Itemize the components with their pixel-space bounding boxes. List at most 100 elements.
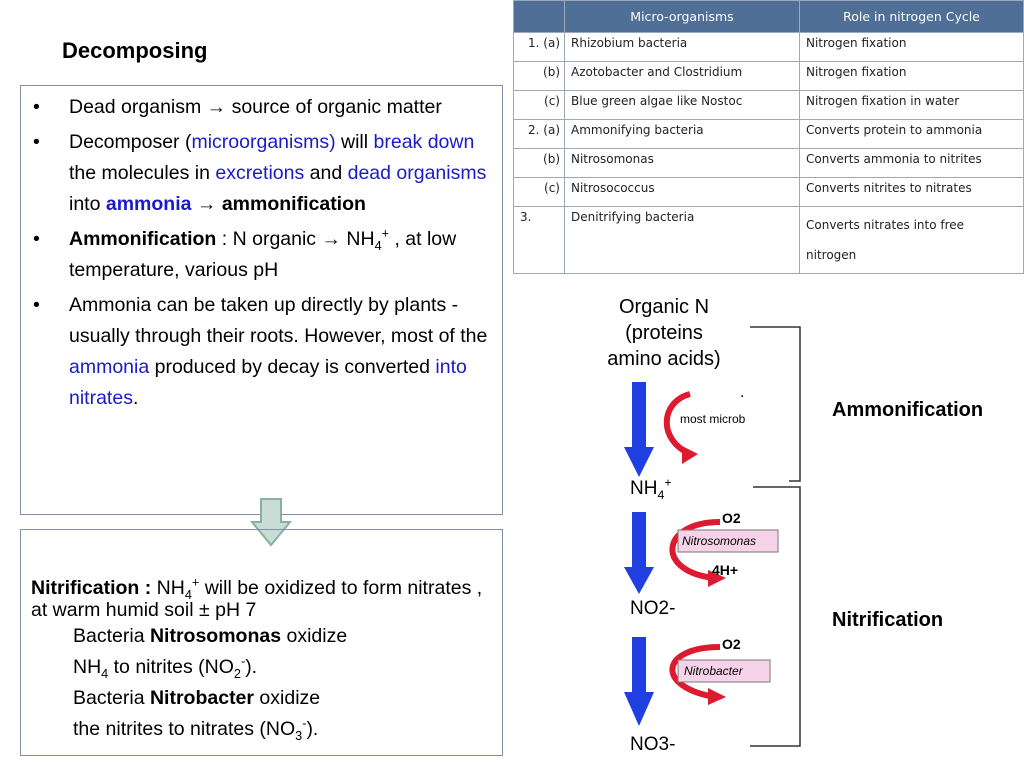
formula-sub: 4 <box>184 587 192 602</box>
organic-n-line: (proteins <box>625 322 703 344</box>
bullet-text: Dead organism <box>69 96 202 118</box>
o2-label: O2 <box>722 636 741 652</box>
table-cell-role: Converts nitrites to nitrates <box>799 177 1024 207</box>
nitrification-text: pH 7 <box>215 599 257 621</box>
bullet-text: the molecules in <box>69 162 210 184</box>
no2-label: NO2- <box>630 598 676 619</box>
most-microb-label: most microb <box>680 412 746 426</box>
table-cell-role: Nitrogen fixation in water <box>799 90 1024 120</box>
decomposing-text-box: • Dead organism → source of organic matt… <box>20 85 503 515</box>
table-header-blank <box>513 0 565 33</box>
highlight-microorganisms: microorganisms) <box>191 131 336 153</box>
table-cell-number: (c) <box>513 177 565 207</box>
bullet-text: : N organic <box>221 228 317 250</box>
line-text: ). <box>306 718 319 740</box>
table-cell-role: Nitrogen fixation <box>799 61 1024 91</box>
table-cell-organism: Nitrosococcus <box>564 177 800 207</box>
red-curved-arrow-1 <box>663 391 692 457</box>
bullet-dead-organism: • Dead organism → source of organic matt… <box>21 92 491 123</box>
h4-label: 4H+ <box>712 562 739 578</box>
bullet-decomposer: • Decomposer (microorganisms) will break… <box>21 127 491 220</box>
nitrification-label: Nitrification : <box>31 577 152 599</box>
formula-sub: 2 <box>233 666 241 681</box>
line-text: Bacteria <box>73 687 145 709</box>
bullet-bold-term: Ammonification <box>69 228 217 250</box>
table-header-microorganisms: Micro-organisms <box>564 0 800 33</box>
nitrification-paragraph: Nitrification : NH4+ will be oxidized to… <box>31 576 499 745</box>
o2-label: O2 <box>722 510 741 526</box>
table-cell-role: Converts ammonia to nitrites <box>799 148 1024 178</box>
formula-sub: 3 <box>295 728 303 743</box>
right-arrow-icon: → <box>206 96 227 118</box>
down-arrow-icon <box>250 498 292 547</box>
nitrites-to-nitrates-line: the nitrites to nitrates (NO3-). <box>31 714 499 745</box>
blue-down-arrow-2 <box>624 512 654 594</box>
table-cell-number: (b) <box>513 61 565 91</box>
table-header-row: Micro-organisms Role in nitrogen Cycle <box>513 0 1024 33</box>
table-cell-organism: Rhizobium bacteria <box>564 32 800 62</box>
ammonification-label: Ammonification <box>832 399 984 421</box>
nitrosomonas-line: Bacteria Nitrosomonas oxidize <box>31 621 499 652</box>
bullet-text: into <box>69 193 101 215</box>
nitrification-intro: Nitrification : NH4+ will be oxidized to… <box>31 576 499 621</box>
organic-n-line: amino acids) <box>607 348 721 370</box>
table-cell-role: Nitrogen fixation <box>799 32 1024 62</box>
formula-sub: 4 <box>374 238 382 253</box>
nitrogen-conversion-diagram: Organic N (proteins amino acids) . most … <box>570 282 1024 768</box>
line-text: Bacteria <box>73 625 145 647</box>
page-title: Decomposing <box>62 38 208 63</box>
nitrobacter-label-box <box>677 659 771 683</box>
table-cell-number: (c) <box>513 90 565 120</box>
bullet-dot: • <box>33 294 40 316</box>
line-text: oxidize <box>286 625 348 647</box>
bullet-text: will <box>341 131 369 153</box>
formula-sup: - <box>302 716 307 731</box>
table-cell-number: 3. <box>513 206 565 274</box>
formula-sub: 4 <box>657 487 665 502</box>
formula-nh: NH <box>630 478 658 499</box>
nitrosomonas-label: Nitrosomonas <box>682 534 757 548</box>
ammonification-bracket <box>750 326 801 482</box>
nitrification-text-box: Nitrification : NH4+ will be oxidized to… <box>20 529 503 756</box>
highlight-ammonia: ammonia <box>69 356 150 378</box>
table-header-role: Role in nitrogen Cycle <box>799 0 1024 33</box>
line-text: the nitrites to nitrates (NO <box>73 718 296 740</box>
nitrification-bracket <box>750 486 801 747</box>
table-cell-organism: Azotobacter and Clostridium <box>564 61 800 91</box>
formula-sup: + <box>381 226 390 241</box>
highlight-ammonia: ammonia <box>105 193 192 215</box>
table-cell-organism: Ammonifying bacteria <box>564 119 800 149</box>
table-cell-number: 2. (a) <box>513 119 565 149</box>
bullet-text: , at low temperature, various pH <box>69 228 457 281</box>
bullet-dot: • <box>33 228 40 250</box>
formula-nh: NH <box>156 577 185 599</box>
bold-nitrobacter: Nitrobacter <box>149 687 254 709</box>
bullet-list: • Dead organism → source of organic matt… <box>21 92 491 418</box>
line-text: ). <box>245 656 258 678</box>
bullet-bold-ammonification: ammonification <box>221 193 366 215</box>
table-cell-role: Converts protein to ammonia <box>799 119 1024 149</box>
bullet-ammonification: • Ammonification : N organic → NH4+ , at… <box>21 224 491 286</box>
table-cell-organism: Blue green algae like Nostoc <box>564 90 800 120</box>
nh4-to-nitrites-line: NH4 to nitrites (NO2-). <box>31 652 499 683</box>
bullet-text: source of organic matter <box>231 96 442 118</box>
blue-down-arrow-3 <box>624 637 654 726</box>
nitrobacter-label: Nitrobacter <box>684 664 743 678</box>
bullet-text: Ammonia can be taken up directly by plan… <box>69 294 488 347</box>
organic-n-line: Organic N <box>618 296 710 318</box>
right-arrow-icon: → <box>321 228 341 250</box>
table-cell-number: (b) <box>513 148 565 178</box>
table-cell-number: 1. (a) <box>513 32 565 62</box>
bold-nitrosomonas: Nitrosomonas <box>149 625 282 647</box>
bullet-dot: • <box>33 131 40 153</box>
line-text: to nitrites (NO <box>113 656 234 678</box>
plus-minus-icon: ± <box>198 599 210 621</box>
line-text: oxidize <box>259 687 321 709</box>
